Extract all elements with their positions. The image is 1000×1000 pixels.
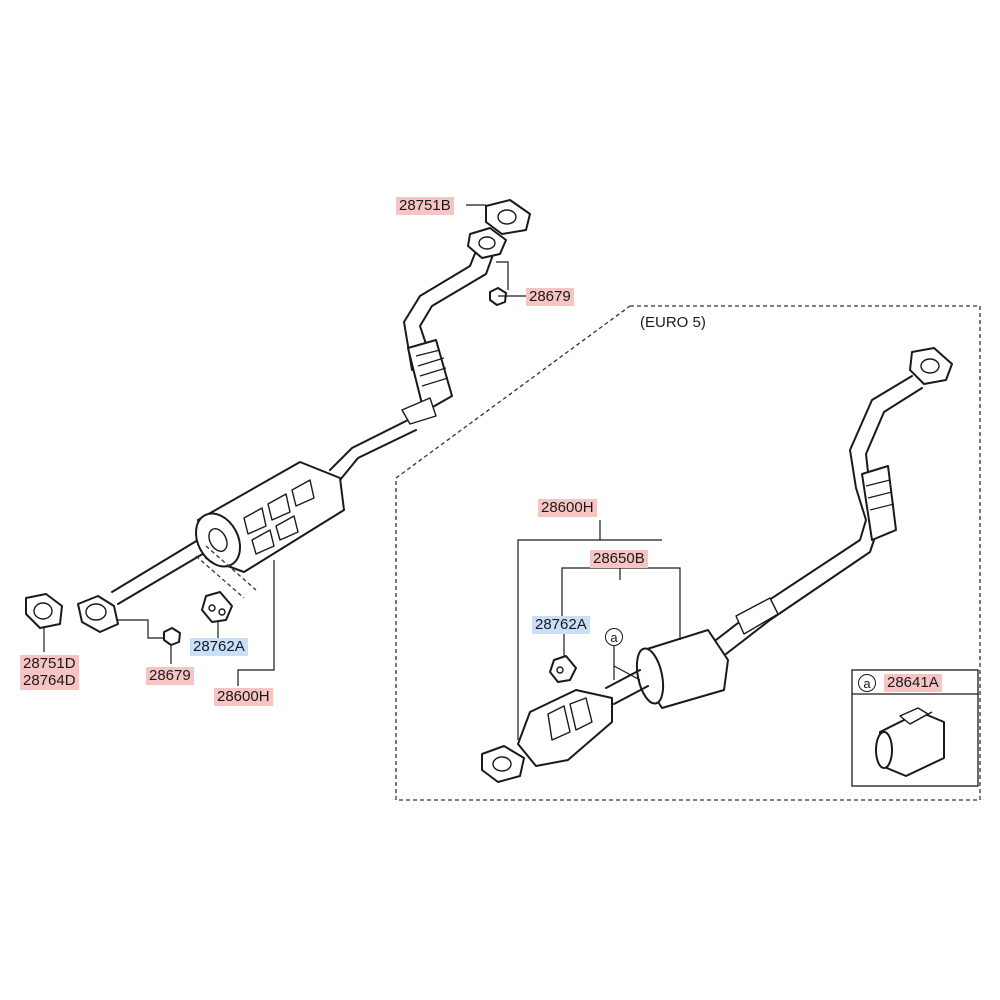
right-top-flange	[909, 347, 953, 385]
left-hanger	[201, 591, 233, 623]
left-top-flange	[467, 227, 507, 259]
clamp-inset-box	[851, 669, 979, 787]
label-gasket-top[interactable]: 28751B	[396, 197, 454, 215]
label-hanger-left[interactable]: 28762A	[190, 638, 248, 656]
right-catalytic-converter	[481, 689, 613, 783]
right-flex-joint	[735, 465, 897, 635]
euro5-section	[395, 305, 981, 801]
left-flex-joint	[401, 339, 453, 425]
clamp-part	[875, 707, 945, 777]
right-muffler	[635, 629, 729, 709]
inset-marker-a: a	[858, 674, 876, 692]
label-nut-top[interactable]: 28679	[526, 288, 574, 306]
label-assy-left[interactable]: 28600H	[214, 688, 273, 706]
label-converter-right[interactable]: 28650B	[590, 550, 648, 568]
right-hanger	[549, 655, 577, 683]
left-front-nut	[163, 627, 181, 646]
left-front-gasket	[25, 593, 63, 629]
left-exhaust-assembly	[25, 199, 531, 686]
label-hanger-right[interactable]: 28762A	[532, 616, 590, 634]
left-muffler	[194, 461, 345, 573]
label-assy-right[interactable]: 28600H	[538, 499, 597, 517]
left-top-gasket	[485, 199, 531, 235]
label-nut-front[interactable]: 28679	[146, 667, 194, 685]
ref-marker-a: a	[605, 628, 623, 646]
label-gasket-front-1[interactable]: 28751D	[20, 655, 79, 673]
euro5-frame	[395, 305, 981, 801]
left-front-flange	[77, 595, 119, 633]
euro5-title: (EURO 5)	[640, 314, 706, 331]
label-clamp[interactable]: 28641A	[884, 674, 942, 692]
label-gasket-front-2[interactable]: 28764D	[20, 672, 79, 690]
